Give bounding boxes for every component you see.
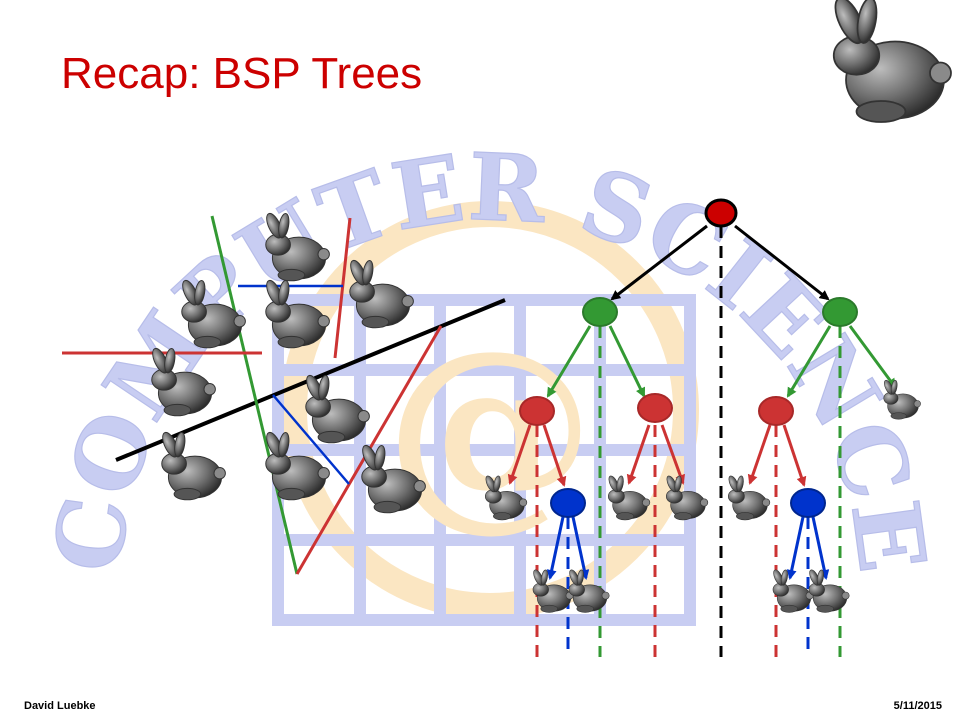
bunny-icon: [771, 568, 814, 613]
bunny-icon: [149, 345, 216, 417]
bunny-icon: [567, 568, 610, 613]
bunny-icon: [263, 210, 330, 282]
root-node: [704, 198, 738, 228]
bunny-icon: [807, 568, 850, 613]
blue-partition-line-bottom: [272, 394, 350, 485]
red-partition-line-top: [333, 217, 352, 359]
bunny-icon: [347, 257, 414, 329]
level2-node: [637, 393, 673, 423]
level3-node: [790, 488, 826, 518]
tree-edges: [507, 224, 897, 580]
bunny-icon: [483, 474, 528, 521]
slide-title: Recap: BSP Trees: [61, 49, 423, 98]
bunny-icon: [303, 372, 370, 444]
bunny-icon: [263, 277, 330, 349]
level2-node: [519, 396, 555, 426]
tree-nodes: [519, 198, 858, 518]
footer-author: David Luebke: [24, 700, 96, 712]
tree-dashed-lines: [535, 226, 842, 657]
bunny-icon: [664, 474, 709, 521]
level1-node: [822, 297, 858, 327]
bunny-icon: [359, 442, 426, 514]
bunny-icon: [263, 429, 330, 501]
scene-bunnies: [149, 210, 426, 514]
bunny-icon: [882, 378, 921, 420]
green-partition-line: [210, 215, 299, 575]
bunny-icon: [726, 474, 771, 521]
footer-date: 5/11/2015: [893, 700, 942, 712]
bunny-icon: [179, 277, 246, 349]
level1-node: [582, 297, 618, 327]
level3-node: [550, 488, 586, 518]
bunny-icon: [159, 429, 226, 501]
level2-node: [758, 396, 794, 426]
logo-bunny-icon: [828, 0, 952, 123]
